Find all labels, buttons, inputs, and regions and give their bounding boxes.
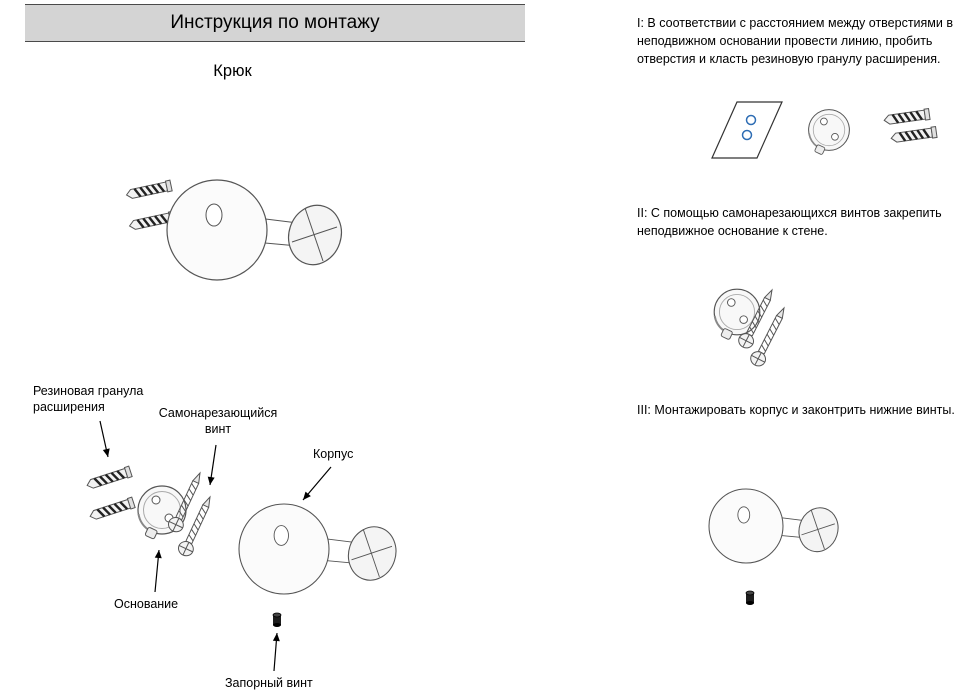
screw-icon — [177, 495, 211, 557]
leader-arrow-lock — [272, 632, 280, 672]
leader-arrow-granule — [99, 420, 110, 458]
wall-anchor-icon — [89, 496, 136, 520]
label-body: Корпус — [313, 447, 354, 461]
leader-arrow-screw — [207, 444, 217, 486]
product-title: Крюк — [213, 62, 252, 80]
hook-cap — [287, 204, 343, 266]
exploded-view-figure — [86, 420, 397, 672]
wall-anchor-icon — [883, 107, 931, 125]
drill-hole-icon — [741, 129, 753, 141]
hook-body-icon — [166, 179, 343, 281]
step-3-text: III: Монтажировать корпус и законтрить н… — [637, 403, 955, 417]
label-locking-screw: Запорный винт — [225, 676, 313, 690]
screw-icon — [167, 471, 201, 533]
leader-arrow-base — [154, 549, 162, 593]
hook-cap — [798, 507, 839, 553]
drill-hole-icon — [745, 114, 757, 126]
header-title: Инструкция по монтажу — [170, 12, 380, 33]
step-2-text: II: С помощью самонарезающихся винтов за… — [637, 206, 942, 238]
locking-screw-icon — [745, 590, 755, 605]
hook-body-icon — [238, 503, 397, 595]
wall-anchor-icon — [125, 179, 173, 199]
assembled-hook-figure — [125, 179, 343, 281]
hook-body-icon — [708, 488, 839, 564]
step-3-figure — [708, 488, 839, 605]
label-base: Основание — [114, 597, 179, 611]
drill-plate-icon — [711, 101, 783, 159]
base-ring-icon — [808, 109, 850, 155]
label-self-tapping-screw: Самонарезающийся винт — [158, 406, 278, 436]
leader-arrow-body — [302, 466, 332, 501]
wall-anchor-icon — [86, 465, 133, 489]
wall-anchor-icon — [890, 125, 938, 143]
locking-screw-icon — [272, 612, 282, 627]
step-1-figure — [711, 101, 938, 159]
hook-cap — [347, 526, 397, 581]
step-1-text: I: В соответствии с расстоянием между от… — [637, 16, 953, 66]
header-bar: Инструкция по монтажу — [25, 4, 525, 42]
step-2-figure — [713, 288, 785, 367]
screw-icon — [750, 306, 785, 367]
label-rubber-granule: Резиновая гранула расширения — [33, 384, 144, 414]
screw-icon — [738, 288, 773, 349]
base-ring-icon — [713, 288, 761, 340]
